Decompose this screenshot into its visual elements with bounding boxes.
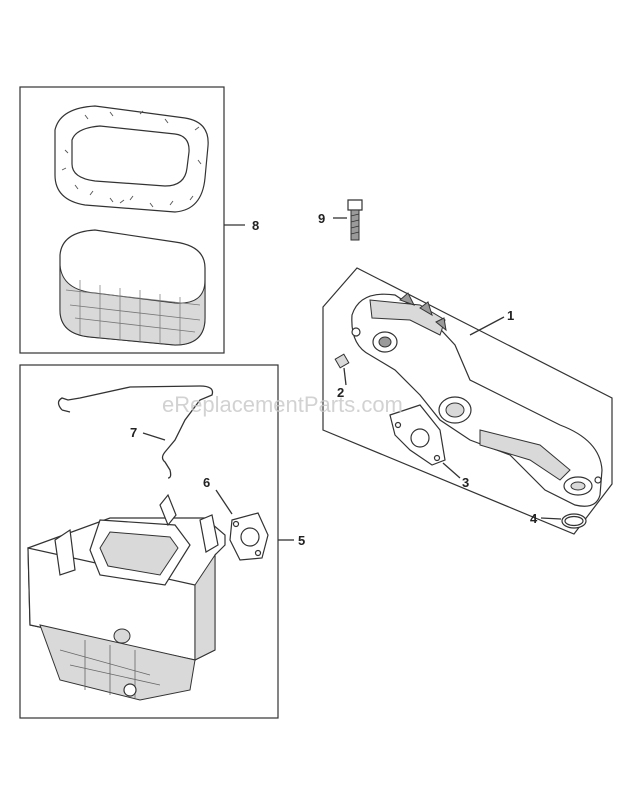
callout-2: 2 xyxy=(337,385,344,400)
callout-3: 3 xyxy=(462,475,469,490)
base-gasket xyxy=(229,512,269,561)
leader-1 xyxy=(469,316,505,336)
paper-filter xyxy=(59,229,206,346)
manifold-group-box xyxy=(322,267,613,535)
leader-6 xyxy=(215,489,233,515)
leader-2 xyxy=(343,367,347,386)
callout-7: 7 xyxy=(130,425,137,440)
wire-clip xyxy=(57,385,214,479)
leader-7 xyxy=(142,432,166,441)
callout-5: 5 xyxy=(298,533,305,548)
bolt xyxy=(347,199,363,241)
callout-6: 6 xyxy=(203,475,210,490)
intake-manifold xyxy=(351,292,603,507)
manifold-gasket xyxy=(389,404,446,466)
pre-cleaner xyxy=(54,105,209,213)
callout-8: 8 xyxy=(252,218,259,233)
fitting xyxy=(334,353,350,369)
filter-group-box xyxy=(19,86,225,354)
callout-4: 4 xyxy=(530,511,538,526)
watermark: eReplacementParts.com xyxy=(162,392,403,417)
air-cleaner-base xyxy=(27,493,226,701)
callout-1: 1 xyxy=(507,308,514,323)
air-cleaner-group-box xyxy=(19,364,279,719)
callout-9: 9 xyxy=(318,211,325,226)
leader-3 xyxy=(442,462,461,479)
leader-4 xyxy=(540,517,562,520)
